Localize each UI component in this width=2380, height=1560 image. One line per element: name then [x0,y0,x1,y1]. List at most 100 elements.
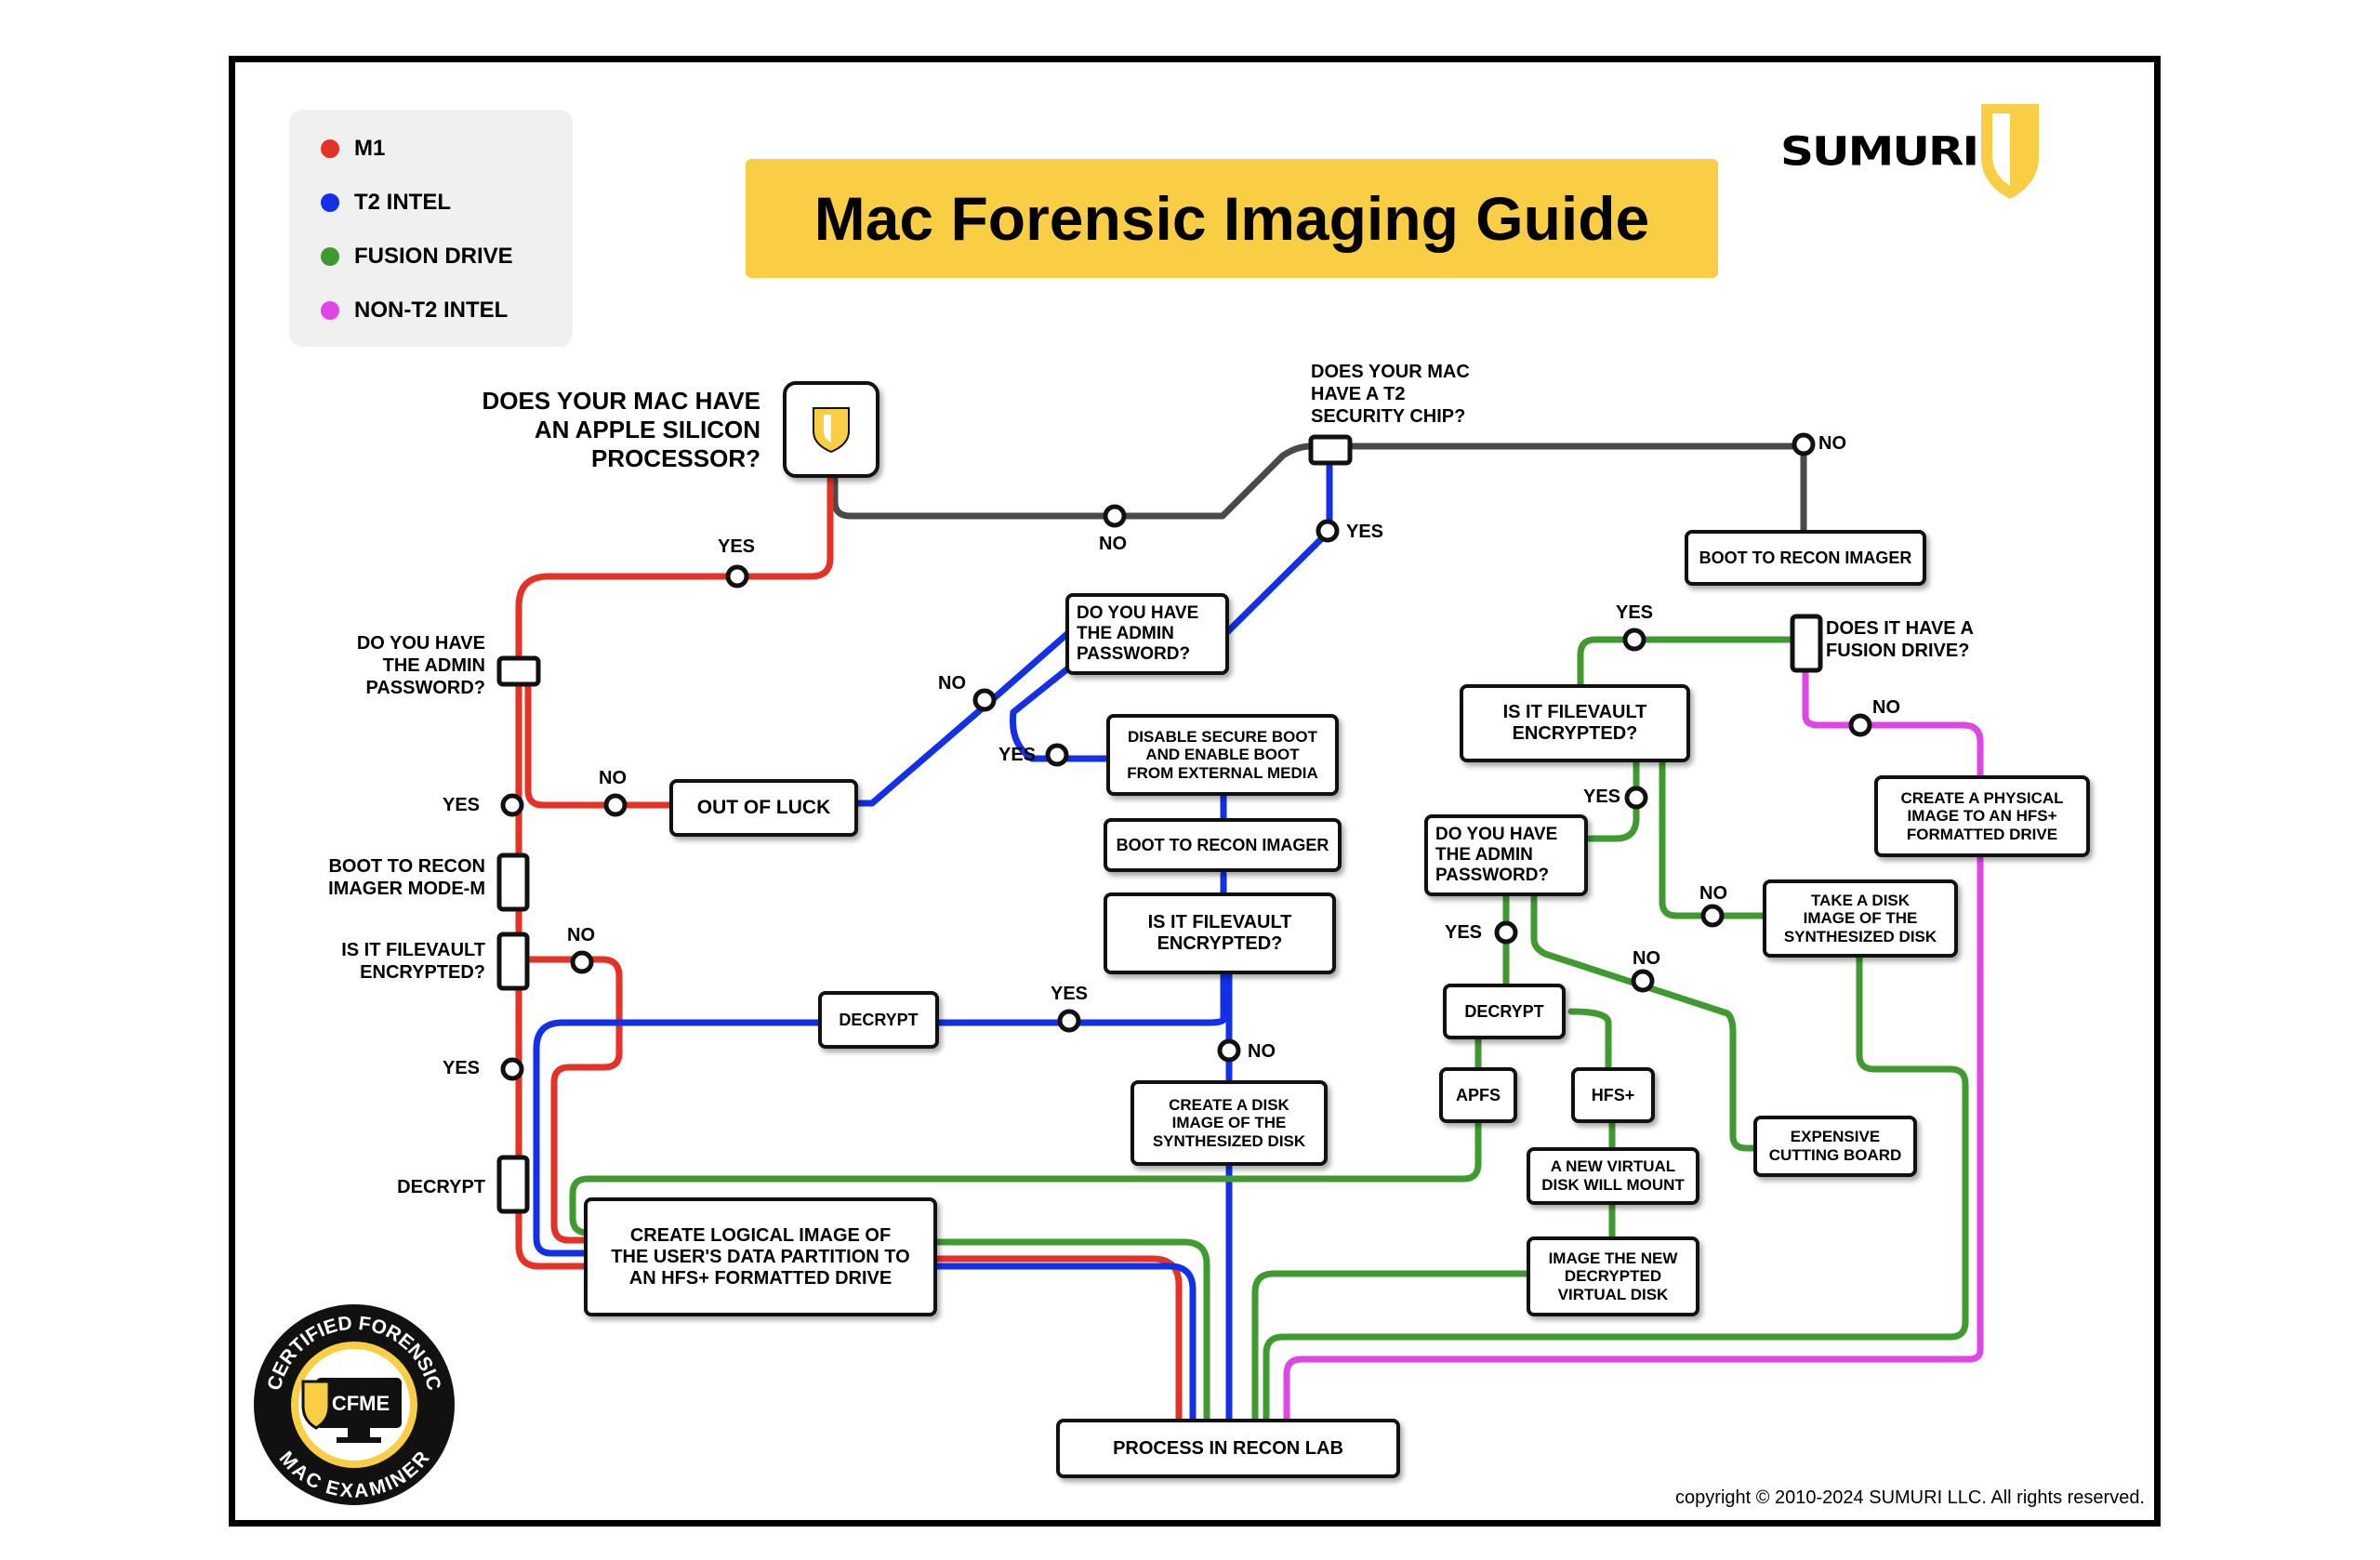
question-fusion: DOES IT HAVE A FUSION DRIVE? [1826,618,1974,661]
question-m1-admin: DO YOU HAVE THE ADMIN PASSWORD? [356,633,485,698]
monitor-icon [316,1378,402,1428]
yes-node-t2 [1316,519,1340,543]
no-node-t2 [1792,432,1816,456]
answer-no: NO [1248,1041,1276,1062]
answer-yes: YES [1346,522,1384,542]
label-boot-mode-m: BOOT TO RECON IMAGER MODE-M [328,856,485,899]
box-cutting-board: EXPENSIVE CUTTING BOARD [1753,1116,1917,1177]
box-fusion-admin: DO YOU HAVE THE ADMIN PASSWORD? [1424,814,1588,896]
no-node-m1-admin [603,793,628,817]
line-t2-out-a [929,1263,1197,1435]
yes-node-apple-silicon [725,564,749,588]
yes-node-t2-fv [1057,1009,1081,1033]
answer-no: NO [1818,433,1846,454]
box-decrypt-t2: DECRYPT [818,991,939,1049]
legend-item-m1: M1 [321,130,385,167]
yes-node-fusion-admin [1494,920,1518,945]
legend-label: T2 INTEL [354,190,452,215]
start-node [783,381,879,478]
stop-fusion-question [1790,614,1823,673]
sumuri-logo: SUMURI [1780,100,2043,203]
line-fusion-decrypt [1474,1008,1612,1073]
line-fusion-disk [1263,954,1969,1435]
stop-decrypt-m1 [496,1155,530,1214]
yes-node-m1-fv [500,1057,524,1081]
copyright-notice: copyright © 2010-2024 SUMURI LLC. All ri… [1675,1487,2145,1508]
answer-no: NO [1699,883,1727,904]
box-physical-image: CREATE A PHYSICAL IMAGE TO AN HFS+ FORMA… [1874,775,2090,857]
stop-boot-mode-m [496,853,530,912]
line-m1-out [929,1255,1183,1435]
yes-node-fusion-fv [1624,786,1648,810]
line-fusion-fv-yes [1586,759,1640,842]
box-disable-secure-boot: DISABLE SECURE BOOT AND ENABLE BOOT FROM… [1106,714,1339,796]
answer-no: NO [1099,534,1127,554]
yes-node-m1-admin [500,793,524,817]
legend-item-non-t2-intel: NON-T2 INTEL [321,292,508,329]
label-decrypt-m1: DECRYPT [397,1177,485,1197]
line-fusion-out-a [929,1238,1210,1435]
line-t2-yes [1223,461,1333,636]
box-boot-recon-intel: BOOT TO RECON IMAGER [1685,530,1926,586]
answer-yes: YES [1583,787,1621,807]
answer-no: NO [938,673,966,694]
shield-icon [813,407,850,454]
line-fusion-apfs [569,1119,1482,1236]
cfme-badge: CERTIFIED FORENSIC MAC EXAMINER CFME [254,1304,455,1505]
no-node-t2-admin [972,688,997,712]
yes-node-t2-admin [1045,743,1069,767]
brand-wordmark: SUMURI [1780,128,1979,175]
stop-m1-filevault [496,932,530,991]
line-m1-main [515,470,834,1270]
line-apple-silicon-no [831,443,1807,520]
answer-no: NO [599,768,627,788]
line-fusion-out-b [1251,1270,1536,1435]
box-process-recon-lab: PROCESS IN RECON LAB [1056,1419,1400,1478]
line-t2-main [533,790,1227,1257]
box-t2-filevault: IS IT FILEVAULT ENCRYPTED? [1104,892,1336,974]
box-image-virtual-disk: IMAGE THE NEW DECRYPTED VIRTUAL DISK [1527,1236,1699,1316]
answer-yes: YES [1616,602,1654,623]
no-node-apple-silicon [1103,504,1127,528]
stop-t2-question [1308,434,1353,466]
line-fusion-yes [1577,636,1809,690]
line-t2-no-admin [852,628,1073,807]
answer-yes: YES [718,536,756,557]
shield-icon [301,1380,331,1430]
no-node-t2-fv [1217,1038,1241,1063]
answer-yes: YES [1445,922,1483,943]
box-apfs: APFS [1439,1067,1517,1123]
answer-yes: YES [443,1058,481,1078]
box-hfs-plus: HFS+ [1571,1067,1655,1123]
box-t2-admin: DO YOU HAVE THE ADMIN PASSWORD? [1065,593,1229,675]
no-node-m1-fv [570,950,594,974]
legend-item-t2-intel: T2 INTEL [321,184,451,221]
red-dot-icon [321,139,339,158]
blue-dot-icon [321,193,339,212]
legend-label: NON-T2 INTEL [354,297,509,323]
line-non-t2 [1283,664,1984,1435]
line-fusion-admin-no [1530,889,1761,1152]
question-t2-chip: DOES YOUR MAC HAVE A T2 SECURITY CHIP? [1311,362,1470,427]
box-logical-image: CREATE LOGICAL IMAGE OF THE USER'S DATA … [584,1197,937,1316]
line-m1-no-admin [524,666,682,809]
answer-no: NO [1633,948,1660,969]
yes-node-fusion [1622,628,1646,652]
line-m1-fv-no [509,956,623,1244]
page-title: Mac Forensic Imaging Guide [746,159,1718,278]
answer-no: NO [567,925,595,945]
no-node-fusion [1848,713,1872,737]
box-disk-image-t2: CREATE A DISK IMAGE OF THE SYNTHESIZED D… [1130,1080,1328,1166]
box-boot-recon-t2: BOOT TO RECON IMAGER [1104,818,1342,872]
box-virtual-disk-mount: A NEW VIRTUAL DISK WILL MOUNT [1527,1147,1699,1205]
magenta-dot-icon [321,301,339,320]
box-decrypt-fusion: DECRYPT [1443,984,1566,1039]
no-node-fusion-admin [1631,969,1655,993]
box-disk-image-fusion: TAKE A DISK IMAGE OF THE SYNTHESIZED DIS… [1763,879,1958,958]
answer-no: NO [1872,697,1900,718]
badge-center-text: CFME [332,1392,390,1415]
box-fusion-filevault: IS IT FILEVAULT ENCRYPTED? [1460,684,1690,762]
legend-label: M1 [354,136,386,161]
answer-yes: YES [998,745,1037,765]
legend-label: FUSION DRIVE [354,244,513,269]
